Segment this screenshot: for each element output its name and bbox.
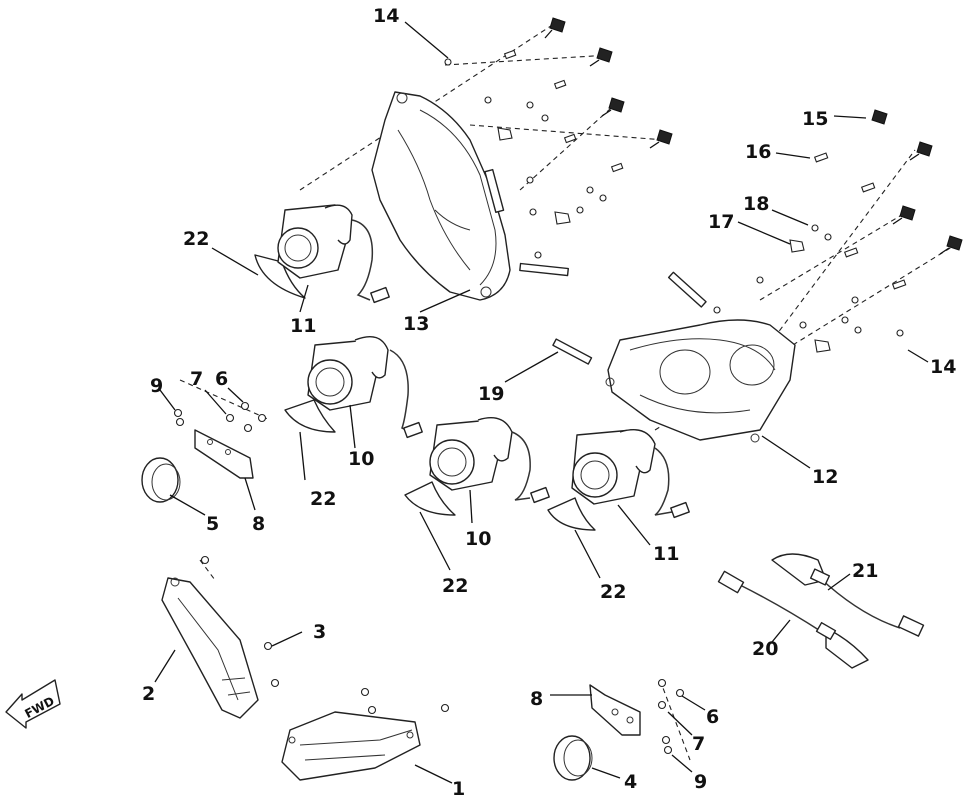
callout-11-b: 11 xyxy=(653,543,679,565)
callout-9-a: 9 xyxy=(150,375,163,397)
callout-12: 12 xyxy=(812,466,838,488)
callout-7-b: 7 xyxy=(692,733,705,755)
callout-3: 3 xyxy=(313,621,326,643)
projector-lamp-mid-right xyxy=(404,417,550,516)
callout-19: 19 xyxy=(478,383,504,405)
callout-7-a: 7 xyxy=(190,368,203,390)
callout-14-right: 14 xyxy=(930,356,956,378)
turn-signal-upper xyxy=(771,553,925,637)
callout-labels: 14 15 16 18 17 22 11 13 14 19 12 9 7 6 1… xyxy=(142,5,956,800)
callout-8-a: 8 xyxy=(252,513,265,535)
forward-arrow-icon: FWD xyxy=(5,679,61,729)
projector-lamp-upper-left xyxy=(254,204,390,304)
headlight-housing-upper xyxy=(371,91,511,301)
callout-22-d: 22 xyxy=(600,581,626,603)
callout-18: 18 xyxy=(743,193,769,215)
side-bracket xyxy=(161,577,259,719)
callout-22-b: 22 xyxy=(310,488,336,510)
callout-21: 21 xyxy=(852,560,878,582)
retaining-strips xyxy=(484,168,707,365)
callout-15: 15 xyxy=(802,108,828,130)
callout-22-a: 22 xyxy=(183,228,209,250)
callout-10-b: 10 xyxy=(465,528,491,550)
projector-lamp-mid-left xyxy=(284,336,423,439)
projector-lamp-right xyxy=(547,429,690,531)
leader-lines xyxy=(154,21,929,784)
callout-9-b: 9 xyxy=(694,771,707,793)
callout-14-top: 14 xyxy=(373,5,399,27)
callout-16: 16 xyxy=(745,141,771,163)
turn-signal-lower xyxy=(717,570,869,669)
round-cap-left xyxy=(141,457,181,503)
callout-5: 5 xyxy=(206,513,219,535)
round-cap-right xyxy=(553,735,593,781)
callout-17: 17 xyxy=(708,211,734,233)
callout-2: 2 xyxy=(142,683,155,705)
callout-20: 20 xyxy=(752,638,778,660)
headlight-housing-lower xyxy=(605,319,796,443)
callout-10-a: 10 xyxy=(348,448,374,470)
callout-4: 4 xyxy=(624,771,637,793)
plate-bracket-right xyxy=(589,684,641,736)
plate-bracket-left xyxy=(194,429,254,479)
callout-1: 1 xyxy=(452,778,465,800)
callout-13: 13 xyxy=(403,313,429,335)
fasteners xyxy=(173,17,963,755)
callout-8-b: 8 xyxy=(530,688,543,710)
callout-6-a: 6 xyxy=(215,368,228,390)
callout-6-b: 6 xyxy=(706,706,719,728)
lower-bracket xyxy=(281,711,421,781)
callout-11-a: 11 xyxy=(290,315,316,337)
callout-22-c: 22 xyxy=(442,575,468,597)
